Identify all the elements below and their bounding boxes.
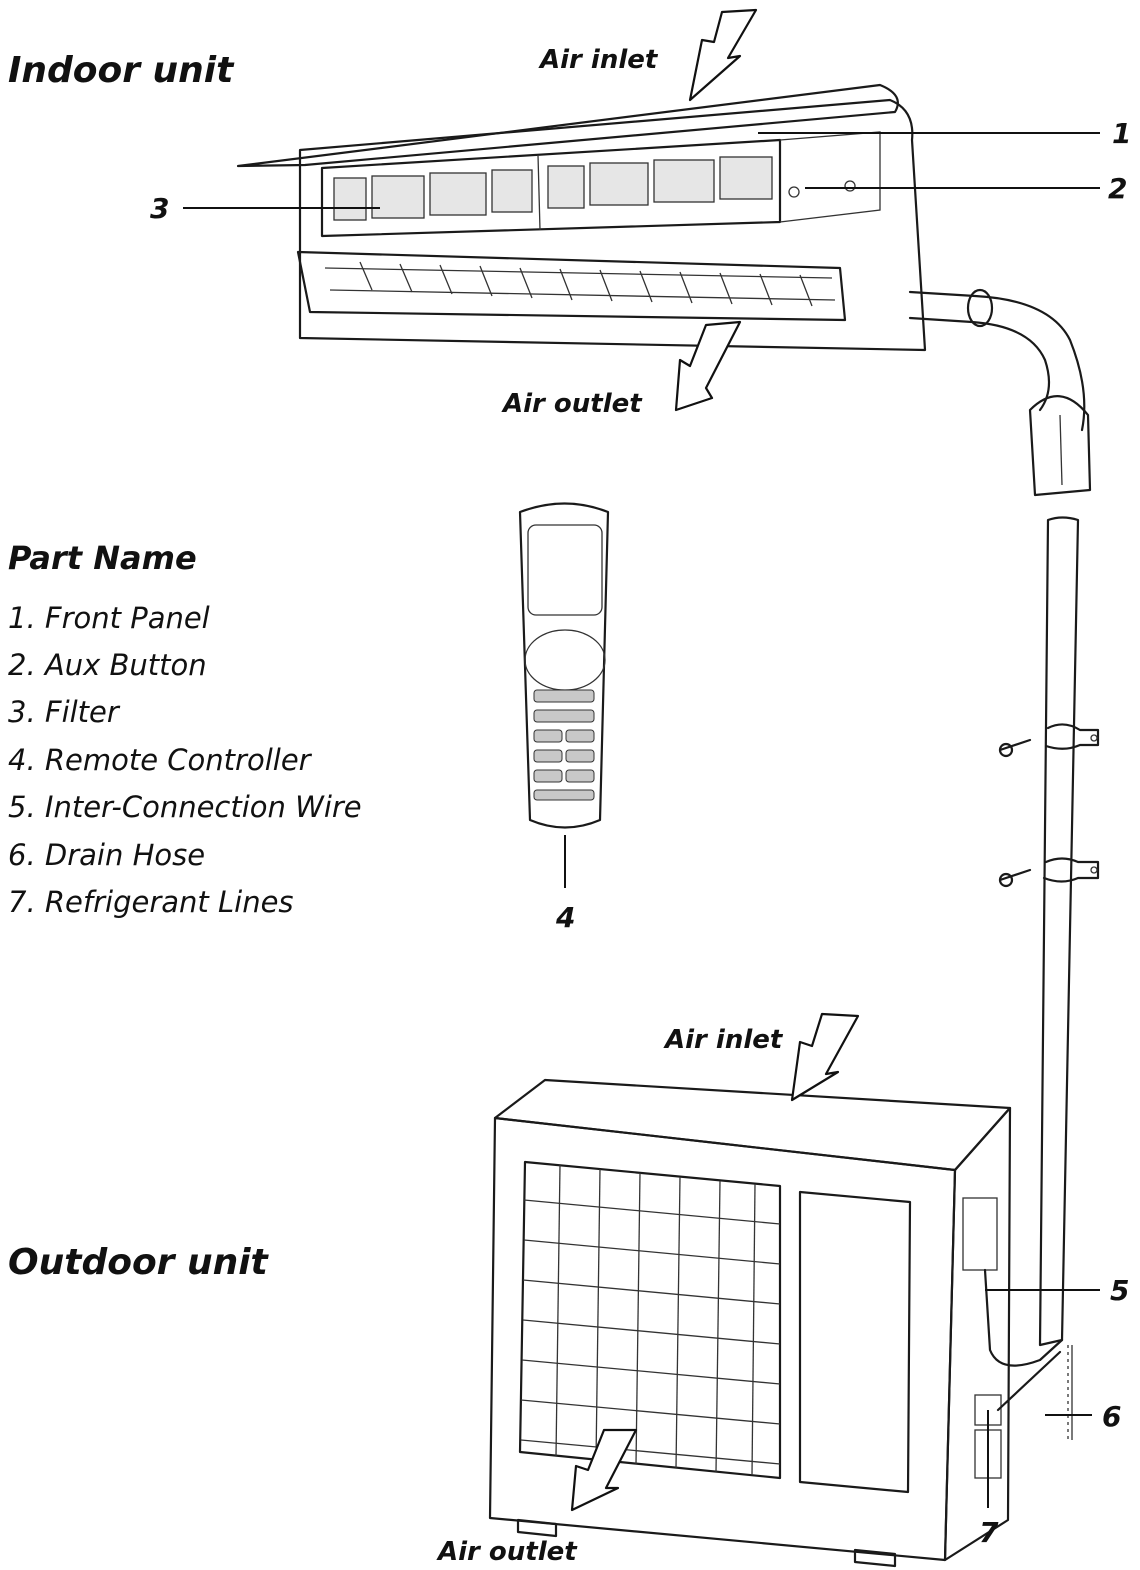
part-list-item: 1. Front Panel xyxy=(8,601,210,635)
callout-1: 1 xyxy=(1112,117,1131,150)
callout-3: 3 xyxy=(150,192,169,225)
callout-7: 7 xyxy=(979,1516,999,1549)
part-list-item: 4. Remote Controller xyxy=(8,743,313,777)
outdoor-unit-heading: Outdoor unit xyxy=(8,1242,270,1283)
outdoor-inlet-arrow xyxy=(792,1014,858,1100)
outdoor-air-inlet-label: Air inlet xyxy=(663,1025,784,1055)
outdoor-outlet-arrow xyxy=(572,1430,636,1510)
refrigerant-pipe-run xyxy=(1000,518,1098,1441)
part-list-item: 2. Aux Button xyxy=(8,648,207,682)
part-list-item: 7. Refrigerant Lines xyxy=(8,885,294,919)
indoor-unit-heading: Indoor unit xyxy=(8,50,235,91)
part-list-item: 3. Filter xyxy=(8,695,121,729)
indoor-unit-illustration xyxy=(238,85,1090,495)
part-name-heading: Part Name xyxy=(8,539,197,577)
indoor-outlet-arrow xyxy=(676,322,740,410)
callout-5: 5 xyxy=(1110,1274,1129,1307)
part-list: 1. Front Panel 2. Aux Button 3. Filter 4… xyxy=(8,601,362,919)
part-list-item: 6. Drain Hose xyxy=(8,838,205,872)
indoor-air-outlet-label: Air outlet xyxy=(501,389,643,419)
remote-controller-illustration xyxy=(520,504,608,828)
outdoor-air-outlet-label: Air outlet xyxy=(436,1537,578,1567)
indoor-air-inlet-label: Air inlet xyxy=(538,45,659,75)
callout-4: 4 xyxy=(555,901,575,934)
callout-6: 6 xyxy=(1102,1400,1121,1433)
callout-2: 2 xyxy=(1108,172,1127,205)
indoor-inlet-arrow xyxy=(690,10,756,100)
part-list-item: 5. Inter-Connection Wire xyxy=(8,790,362,824)
